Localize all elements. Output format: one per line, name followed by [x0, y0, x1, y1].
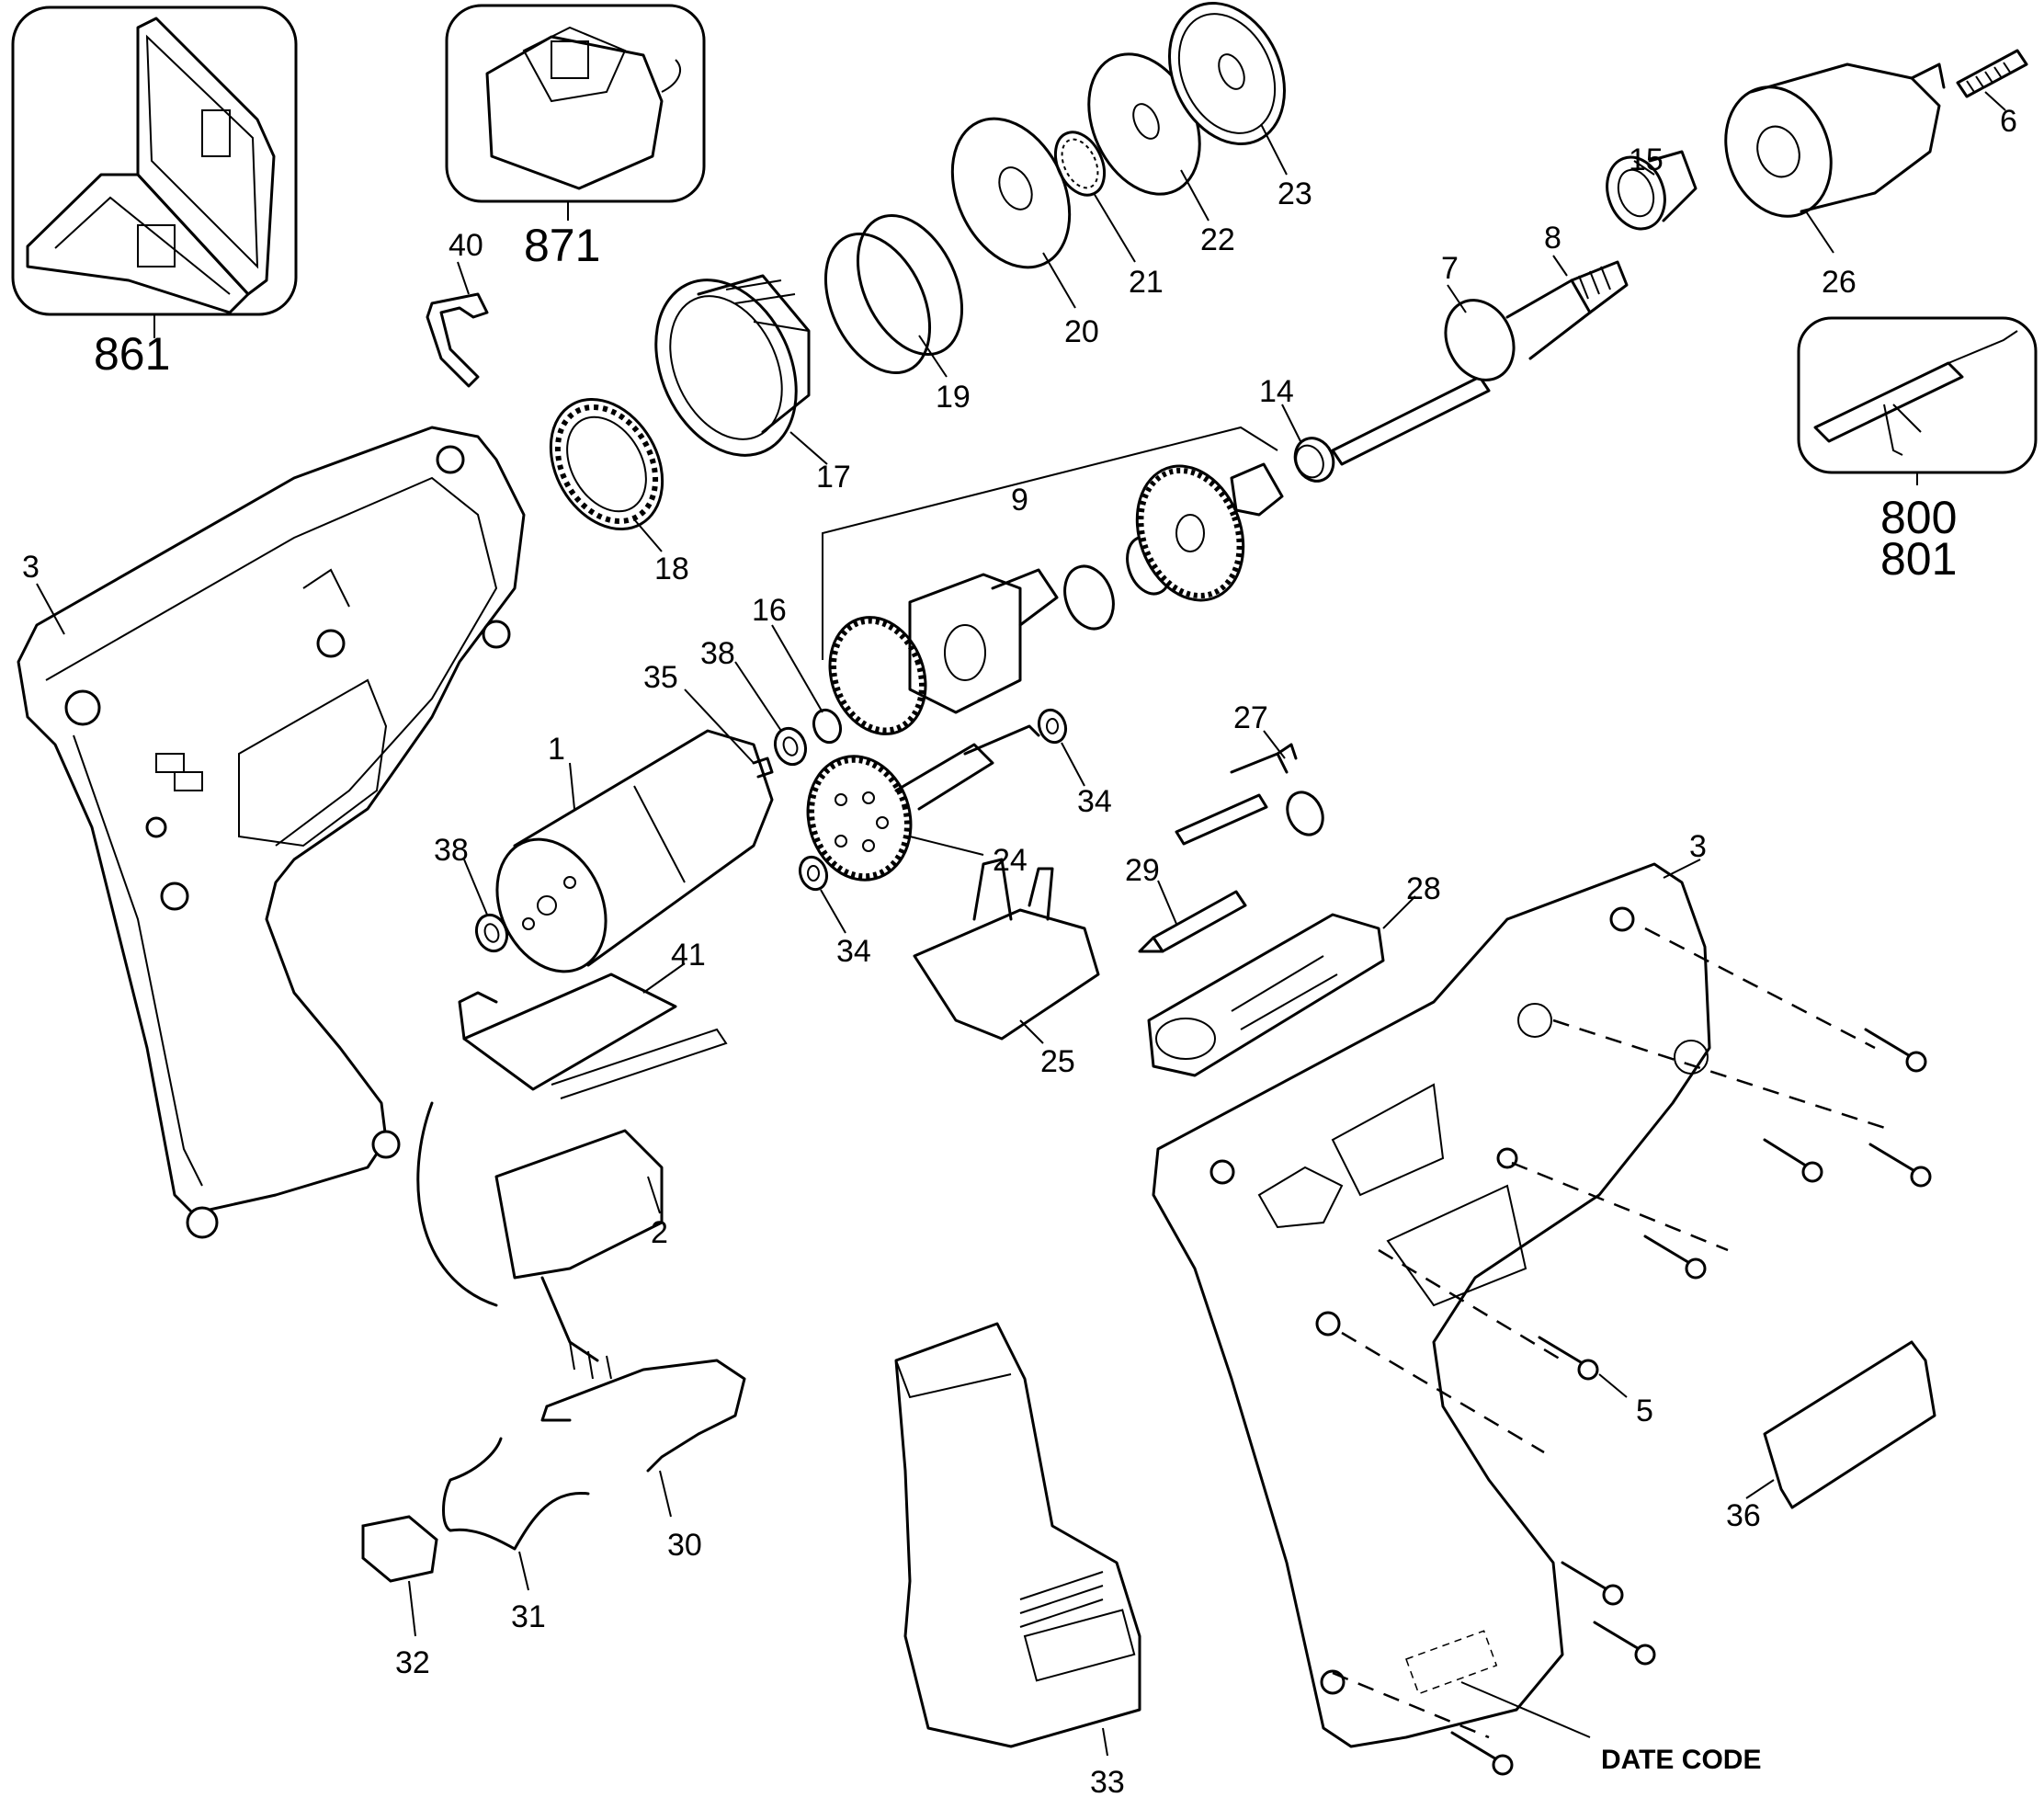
- part-label-18: 18: [654, 552, 689, 586]
- part-label-30: 30: [667, 1528, 702, 1563]
- part-label-29: 29: [1125, 853, 1160, 888]
- part-label-3-left: 3: [22, 550, 40, 585]
- part-14-spring: [1293, 437, 1335, 483]
- part-15-sleeve: [1606, 150, 1698, 231]
- part-7-8-spindle: [1331, 260, 1629, 466]
- part-17-clutch-collar: [654, 274, 811, 457]
- accessory-bit-holder-icon: [1813, 330, 2018, 456]
- part-label-16: 16: [752, 593, 787, 628]
- part-label-800: 800: [1880, 492, 1957, 543]
- part-label-38-lower: 38: [434, 833, 469, 868]
- part-label-36: 36: [1726, 1498, 1761, 1533]
- part-23-cup-washer: [1168, 1, 1286, 146]
- part-label-26: 26: [1822, 265, 1857, 300]
- part-label-1: 1: [548, 732, 565, 767]
- part-20-washer: [950, 117, 1072, 269]
- part-label-32: 32: [395, 1645, 430, 1680]
- part-26-chuck: [1724, 63, 1946, 218]
- part-label-19: 19: [936, 380, 971, 415]
- part-24-gear-shaft: [806, 724, 1040, 882]
- part-label-20: 20: [1064, 314, 1099, 349]
- part-label-41: 41: [671, 938, 706, 973]
- part-38-bearing-lower: [474, 913, 509, 953]
- housing-half-left: [17, 426, 526, 1239]
- part-label-14: 14: [1259, 374, 1294, 409]
- part-25-bracket: [913, 858, 1100, 1041]
- part-29-bit: [1138, 890, 1247, 953]
- part-31-wire-spring: [442, 1437, 590, 1551]
- part-27-chuck-key: [1175, 743, 1324, 846]
- part-label-31: 31: [511, 1599, 546, 1634]
- part-label-23: 23: [1278, 176, 1312, 211]
- part-label-40: 40: [449, 228, 483, 263]
- part-36-label: [1763, 1340, 1936, 1509]
- part-label-27: 27: [1233, 700, 1268, 735]
- part-label-2: 2: [651, 1215, 668, 1250]
- part-2-switch: [416, 1028, 728, 1380]
- part-6-screw: [1956, 49, 2028, 98]
- charger-icon: [485, 26, 681, 190]
- part-label-7: 7: [1441, 251, 1459, 286]
- part-label-28: 28: [1406, 871, 1441, 906]
- screw-alignment-lines: [1332, 927, 1894, 1739]
- part-label-25: 25: [1040, 1044, 1075, 1079]
- part-1-motor: [495, 729, 774, 973]
- screw-icon: [1643, 1234, 1707, 1280]
- part-30-spring-clip: [540, 1359, 746, 1473]
- part-label-9: 9: [1011, 483, 1028, 518]
- callout-box-861-carrying-case: [11, 6, 298, 316]
- part-41-switch-cover: [458, 973, 677, 1091]
- callout-box-800-801-accessory: [1797, 316, 2038, 474]
- screw-icon: [1868, 1143, 1932, 1188]
- part-9-gear-assembly: [822, 426, 1284, 735]
- part-38-bearing-upper: [773, 726, 808, 767]
- part-19-spring: [823, 213, 964, 375]
- part-5-screws: [1450, 1028, 1932, 1776]
- part-label-15: 15: [1629, 142, 1664, 177]
- part-label-22: 22: [1200, 222, 1235, 257]
- part-label-861: 861: [94, 328, 170, 380]
- part-32-plug: [361, 1515, 438, 1583]
- part-label-21: 21: [1129, 265, 1164, 300]
- part-label-35: 35: [643, 660, 678, 695]
- screw-icon: [1593, 1621, 1656, 1666]
- callout-box-871-charger: [445, 4, 706, 203]
- part-40-clip: [426, 292, 489, 388]
- part-34-washer-upper: [1037, 708, 1068, 745]
- screw-icon: [1763, 1138, 1823, 1183]
- part-label-5: 5: [1636, 1394, 1653, 1428]
- part-label-34-upper: 34: [1077, 784, 1112, 819]
- screw-icon: [1864, 1028, 1927, 1073]
- carrying-case-icon: [26, 17, 276, 314]
- housing-half-right: [1152, 862, 1711, 1748]
- part-label-8: 8: [1544, 221, 1561, 256]
- part-18-ring-gear: [549, 397, 664, 531]
- part-28-bit-holder: [1147, 913, 1385, 1077]
- screw-icon: [1561, 1561, 1624, 1606]
- part-label-33: 33: [1090, 1765, 1125, 1800]
- part-label-801: 801: [1880, 533, 1957, 585]
- part-16-bushing: [812, 708, 843, 745]
- part-33-battery-pack: [894, 1322, 1141, 1748]
- part-label-38-upper: 38: [700, 636, 735, 671]
- part-label-3-right: 3: [1689, 829, 1707, 864]
- part-label-871: 871: [524, 220, 600, 271]
- part-label-34-lower: 34: [836, 934, 871, 969]
- part-label-6: 6: [2000, 104, 2017, 139]
- date-code-label: DATE CODE: [1601, 1745, 1761, 1775]
- screw-icon: [1538, 1336, 1599, 1381]
- part-34-washer-lower: [798, 855, 829, 892]
- part-label-17: 17: [816, 460, 851, 495]
- screw-icon: [1450, 1731, 1514, 1776]
